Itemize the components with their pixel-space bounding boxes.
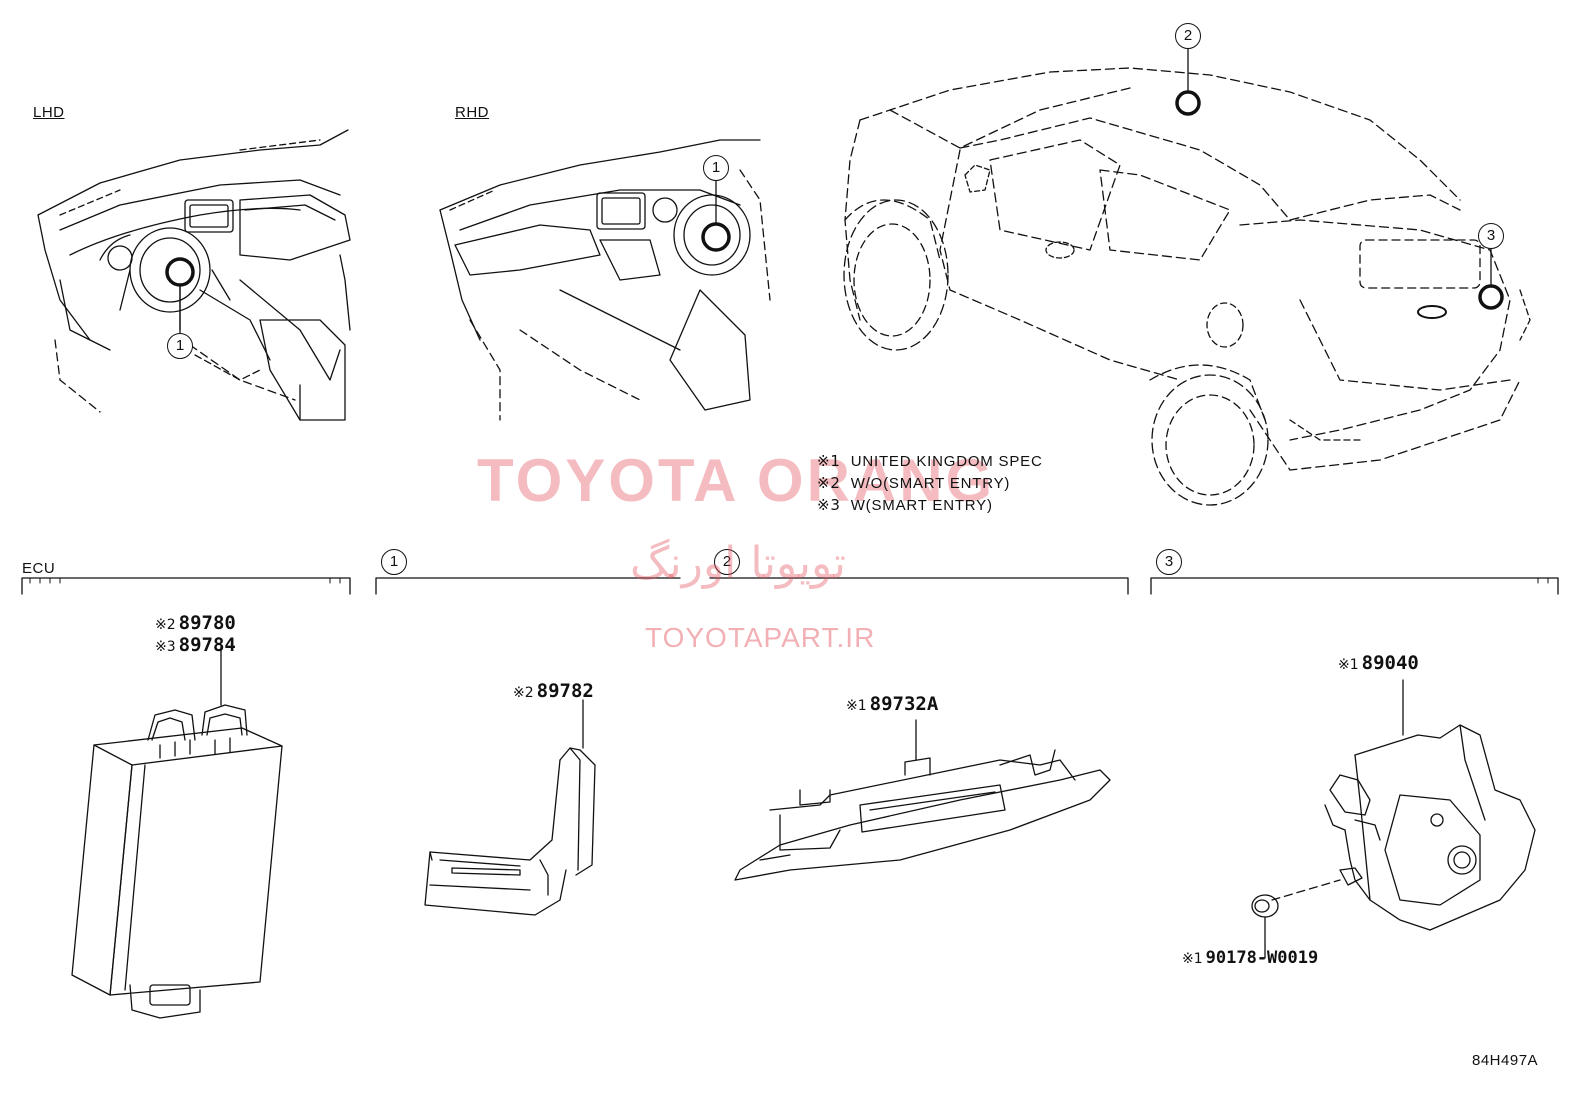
ecu-section-label: ECU — [22, 560, 56, 577]
watermark-brand: TOYOTA ORANG — [477, 447, 996, 514]
section-1-callout: 1 — [381, 549, 407, 575]
part-1-antenna-illustration — [424, 699, 596, 916]
callout-2-car: 2 — [1175, 23, 1201, 49]
vehicle-illustration — [843, 67, 1531, 506]
callout-leaders — [179, 47, 1492, 381]
diagram-code: 84H497A — [1472, 1052, 1539, 1069]
watermark-persian: تویوتا اورنگ — [630, 538, 846, 589]
rhd-label: RHD — [455, 104, 489, 121]
callout-1-rhd: 1 — [703, 155, 729, 181]
callout-3-car: 3 — [1478, 223, 1504, 249]
section-brackets — [21, 577, 1559, 595]
ecu-illustration — [71, 645, 283, 1019]
watermark-site: TOYOTAPART.IR — [645, 622, 876, 653]
section-3-callout: 3 — [1156, 549, 1182, 575]
part-2-antenna-illustration — [734, 719, 1111, 881]
part-3-actuator-illustration — [1251, 679, 1536, 959]
callout-1-lhd: 1 — [167, 333, 193, 359]
rhd-dashboard-illustration — [439, 139, 771, 421]
section-2-callout: 2 — [714, 549, 740, 575]
lhd-label: LHD — [33, 104, 65, 121]
lhd-dashboard-illustration — [37, 129, 351, 421]
